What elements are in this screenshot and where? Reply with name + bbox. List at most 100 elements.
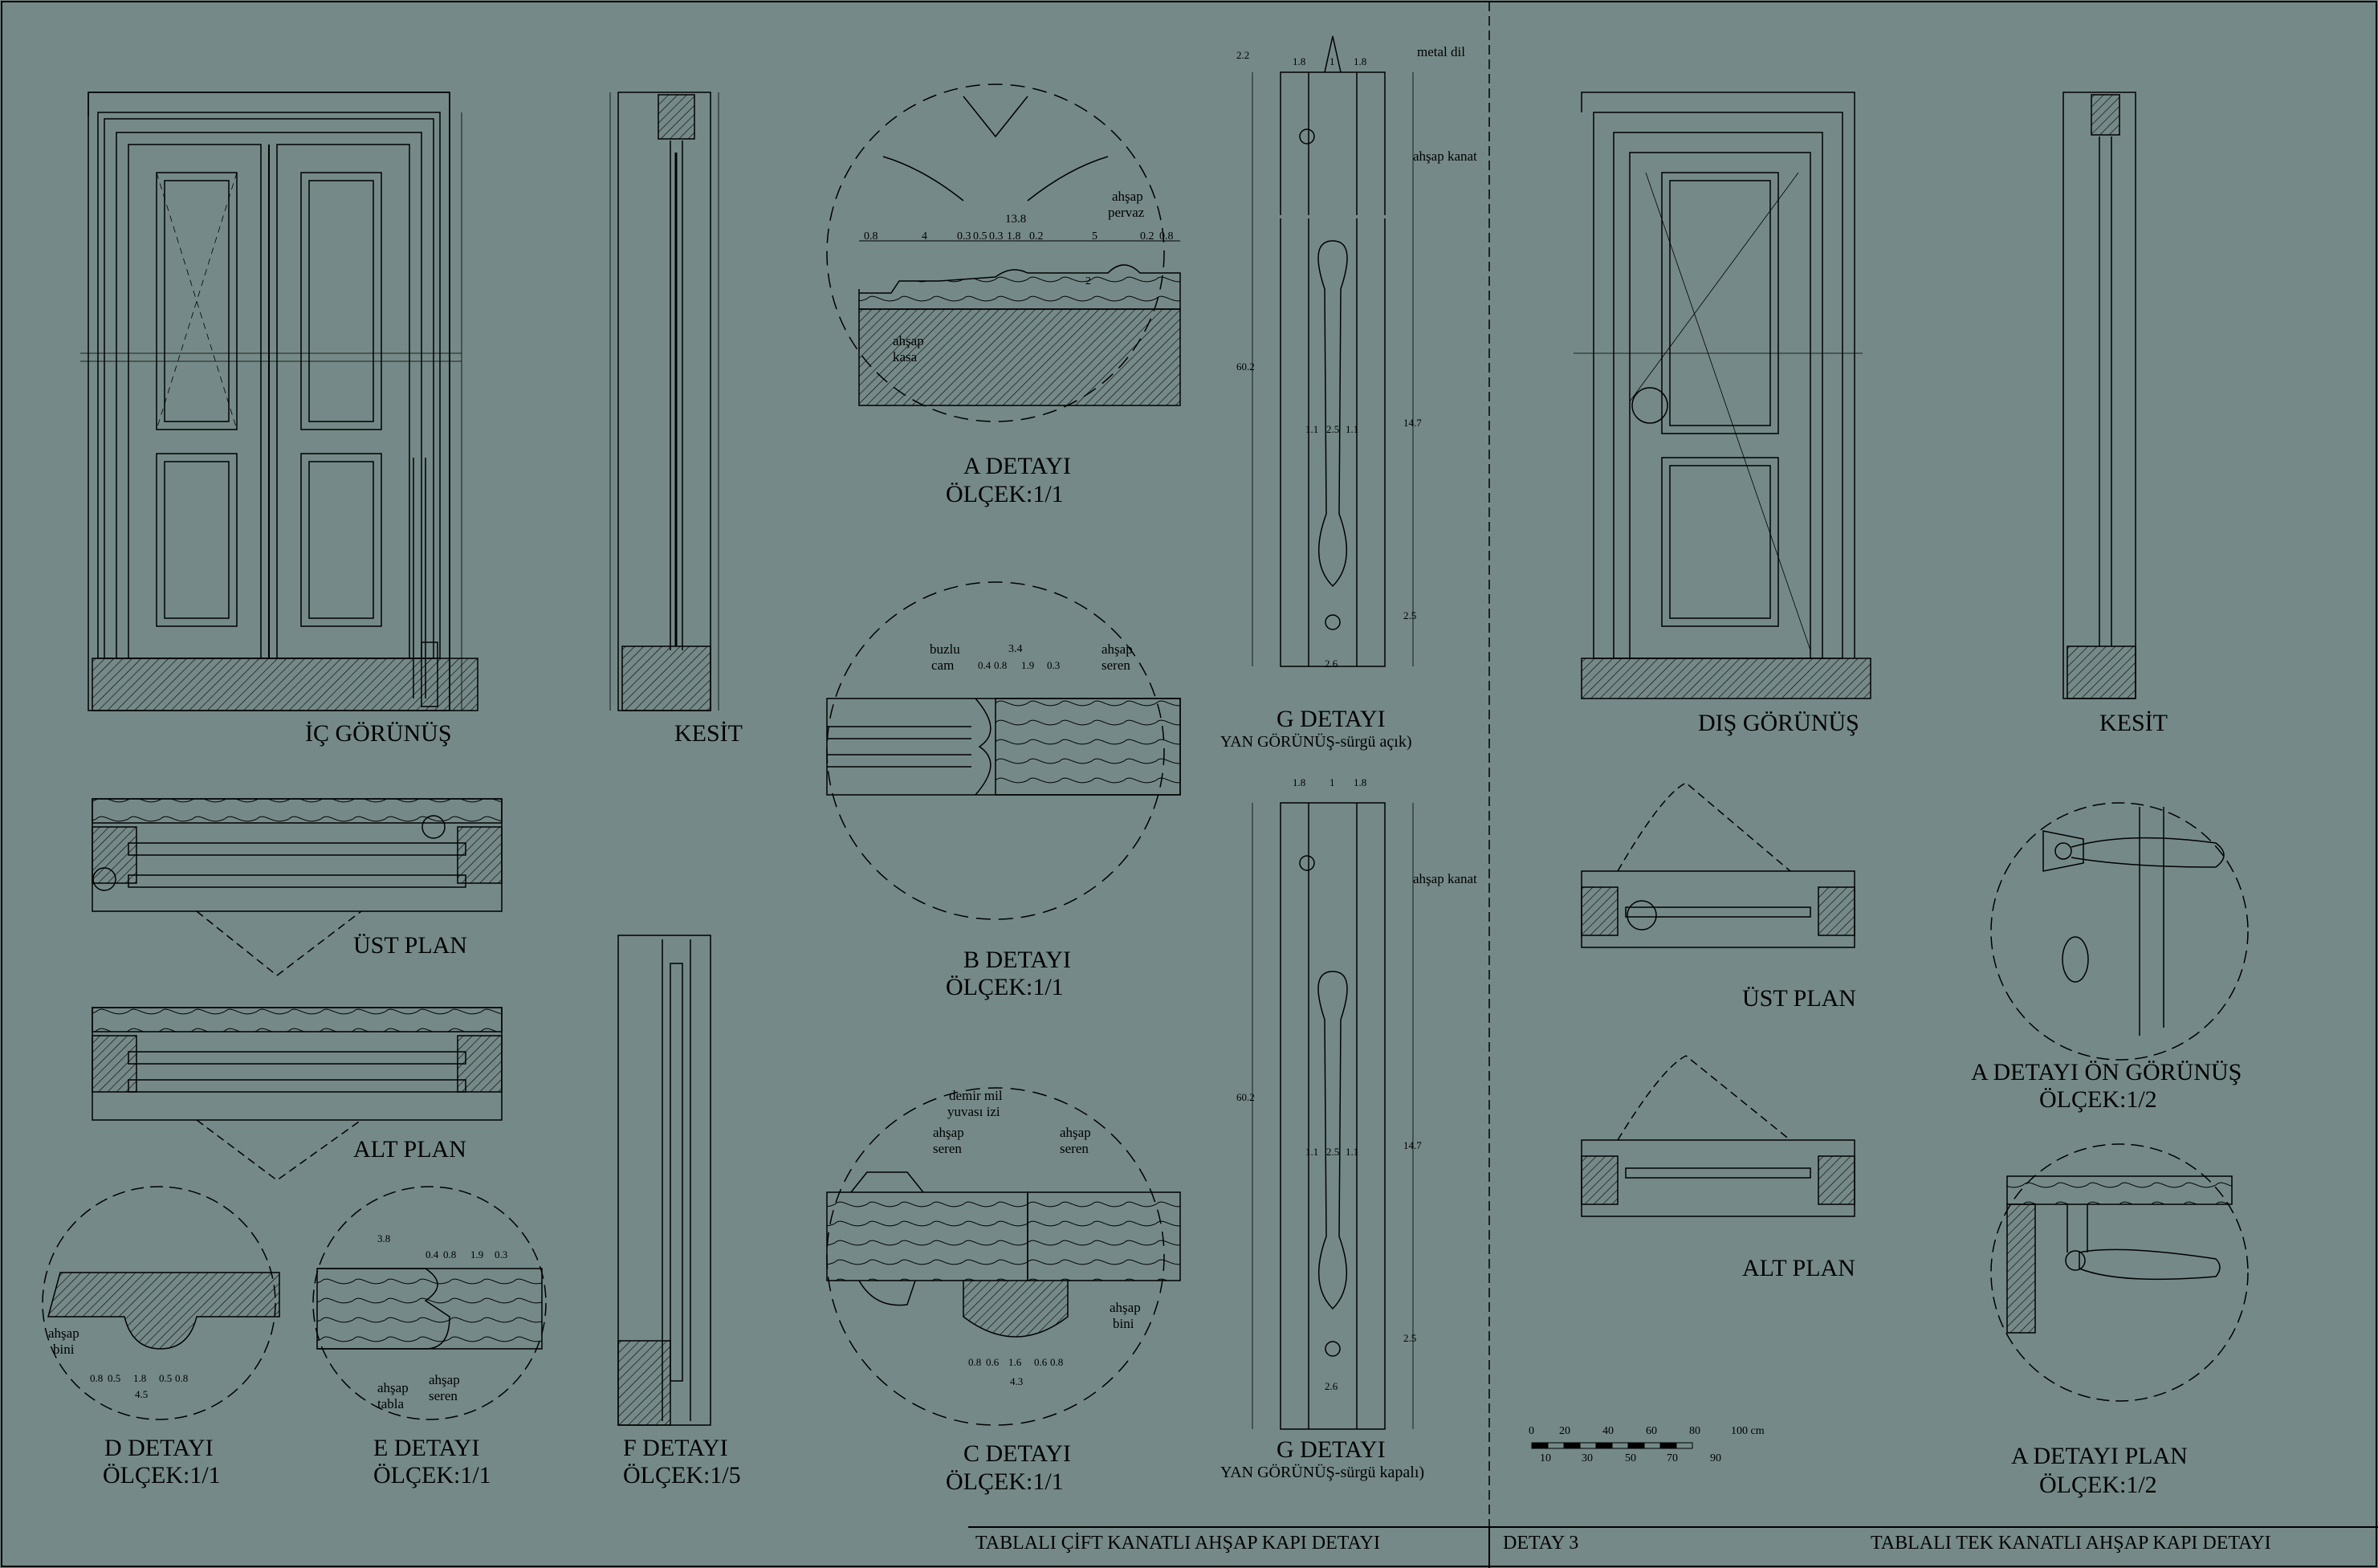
top-plan-left <box>92 798 503 976</box>
annotation-ahsap-kanat-1: ahşap kanat <box>1413 149 1477 164</box>
dim-g-14-7-2: 14.7 <box>1403 1139 1422 1151</box>
dim-e-4: 0.3 <box>495 1248 508 1261</box>
view-scale-a-detayi: ÖLÇEK:1/1 <box>946 481 1064 507</box>
annotation-ahsap-seren-b2: seren <box>1101 658 1130 673</box>
dim-e-2: 0.8 <box>443 1248 457 1261</box>
dim-a-2cm: 2 <box>1085 275 1091 287</box>
annotation-buzlu-cam-2: cam <box>931 658 955 673</box>
view-title-ust-plan-left: ÜST PLAN <box>353 932 467 959</box>
annotation-ahsap-seren-e1: ahşap <box>429 1372 460 1387</box>
annotation-ahsap-kasa-2: kasa <box>893 349 918 365</box>
annotation-buzlu-cam-1: buzlu <box>930 641 960 657</box>
view-title-g-detayi-open: G DETAYI <box>1277 706 1386 732</box>
annotation-ahsap-bini-d2: bini <box>53 1342 75 1357</box>
dim-d-5: 0.8 <box>175 1372 189 1384</box>
dim-e-3: 1.9 <box>470 1248 484 1261</box>
annotation-ahsap-pervaz-1: ahşap <box>1112 189 1143 204</box>
view-title-f-detayi: F DETAYI <box>623 1435 728 1461</box>
dim-a-8: 5 <box>1092 230 1097 242</box>
dim-g-14-7-1: 14.7 <box>1403 417 1422 429</box>
scale-bar <box>1531 1442 1693 1449</box>
dim-b-1: 0.4 <box>978 659 992 671</box>
dim-g2-top-1: 1.8 <box>1293 776 1306 788</box>
annotation-demir-mil-2: yuvası izi <box>947 1104 1000 1119</box>
g-detail-closed <box>1252 802 1414 1430</box>
view-title-ust-plan-right: ÜST PLAN <box>1742 985 1856 1012</box>
view-scale-f-detayi: ÖLÇEK:1/5 <box>623 1462 741 1489</box>
view-subtitle-g-open: YAN GÖRÜNÜŞ-sürgü açık) <box>1220 733 1412 751</box>
dim-g-mid-2: 2.5 <box>1326 423 1340 435</box>
dim-d-2: 0.5 <box>108 1372 121 1384</box>
e-detail-circle <box>312 1186 547 1420</box>
dim-a-7: 0.2 <box>1029 230 1044 242</box>
dim-g-top-3: 1.8 <box>1354 55 1367 67</box>
a-front-view-circle <box>1990 802 2249 1061</box>
dim-c-1: 0.8 <box>968 1356 982 1368</box>
dim-a-4: 0.5 <box>973 230 987 242</box>
scale-label-80: 80 <box>1689 1425 1700 1437</box>
annotation-metal-dil: metal dil <box>1417 44 1465 59</box>
view-title-ic-gorunus: İÇ GÖRÜNÜŞ <box>305 720 452 747</box>
annotation-ahsap-seren-b1: ahşap <box>1101 641 1133 657</box>
dim-g2-mid-1: 1.1 <box>1305 1146 1319 1158</box>
dim-d-1: 0.8 <box>90 1372 104 1384</box>
annotation-ahsap-seren-c2: seren <box>933 1141 962 1156</box>
dim-e-1: 0.4 <box>426 1248 439 1261</box>
annotation-ahsap-bini-c2: bini <box>1113 1316 1134 1331</box>
scale-label-50: 50 <box>1625 1452 1636 1464</box>
annotation-ahsap-seren-c1: ahşap <box>933 1125 964 1140</box>
view-title-alt-plan-right: ALT PLAN <box>1742 1255 1855 1281</box>
single-door-elevation <box>1574 92 1871 699</box>
dim-b-3: 1.9 <box>1021 659 1035 671</box>
dim-g-2-6-2: 2.6 <box>1325 1380 1338 1392</box>
a-detail-circle <box>826 83 1181 422</box>
dim-g2-mid-2: 2.5 <box>1326 1146 1340 1158</box>
view-title-kesit-right: KESİT <box>2099 710 2168 736</box>
a-plan-circle <box>1990 1143 2249 1402</box>
scale-label-0: 0 <box>1529 1425 1534 1437</box>
dim-g-2-6-1: 2.6 <box>1325 658 1338 670</box>
dim-g-60-2-2: 60.2 <box>1236 1091 1255 1103</box>
scale-label-20: 20 <box>1559 1425 1570 1437</box>
annotation-ahsap-tabla-2: tabla <box>377 1396 405 1411</box>
dim-a-10: 0.8 <box>1159 230 1174 242</box>
dim-d-3: 1.8 <box>133 1372 147 1384</box>
view-scale-d-detayi: ÖLÇEK:1/1 <box>103 1462 221 1489</box>
sheet-title-right: TABLALI TEK KANATLI AHŞAP KAPI DETAYI <box>1871 1533 2271 1554</box>
dim-b-4: 0.3 <box>1047 659 1061 671</box>
dim-b-2: 0.8 <box>994 659 1008 671</box>
dim-d-4-5: 4.5 <box>135 1388 149 1400</box>
view-title-b-detayi: B DETAYI <box>963 947 1071 973</box>
g-detail-open <box>1252 35 1414 667</box>
dim-a-6: 1.8 <box>1007 230 1021 242</box>
dim-c-4: 0.6 <box>1034 1356 1048 1368</box>
b-detail-circle <box>826 581 1181 920</box>
dim-g-mid-1: 1.1 <box>1305 423 1319 435</box>
view-title-a-on-gorunus: A DETAYI ÖN GÖRÜNÜŞ <box>1971 1059 2242 1085</box>
annotation-ahsap-seren-c3: ahşap <box>1060 1125 1091 1140</box>
dim-g2-top-3: 1.8 <box>1354 776 1367 788</box>
dim-e-3-8: 3.8 <box>377 1232 391 1244</box>
sheet-title-left: TABLALI ÇİFT KANATLI AHŞAP KAPI DETAYI <box>975 1533 1380 1554</box>
top-plan-right <box>1581 782 1855 948</box>
annotation-ahsap-bini-d1: ahşap <box>48 1326 79 1341</box>
dim-c-3: 1.6 <box>1008 1356 1022 1368</box>
dim-g-60-2-1: 60.2 <box>1236 360 1255 373</box>
annotation-ahsap-kasa-1: ahşap <box>893 333 924 348</box>
d-detail-circle <box>42 1186 280 1420</box>
scale-label-60: 60 <box>1646 1425 1657 1437</box>
annotation-ahsap-bini-c1: ahşap <box>1110 1300 1141 1315</box>
dim-d-4: 0.5 <box>159 1372 173 1384</box>
scale-label-100: 100 cm <box>1731 1425 1765 1437</box>
section-left <box>609 92 719 711</box>
view-title-e-detayi: E DETAYI <box>373 1435 480 1461</box>
view-scale-a-plan: ÖLÇEK:1/2 <box>2039 1472 2157 1498</box>
dim-a-9: 0.2 <box>1140 230 1154 242</box>
scale-label-70: 70 <box>1667 1452 1678 1464</box>
bottom-plan-right <box>1581 1055 1855 1217</box>
dim-g-2-5-2: 2.5 <box>1403 1332 1417 1344</box>
dim-a-1: 0.8 <box>864 230 878 242</box>
view-title-alt-plan-left: ALT PLAN <box>353 1136 466 1163</box>
dim-b-3-4: 3.4 <box>1008 643 1023 655</box>
